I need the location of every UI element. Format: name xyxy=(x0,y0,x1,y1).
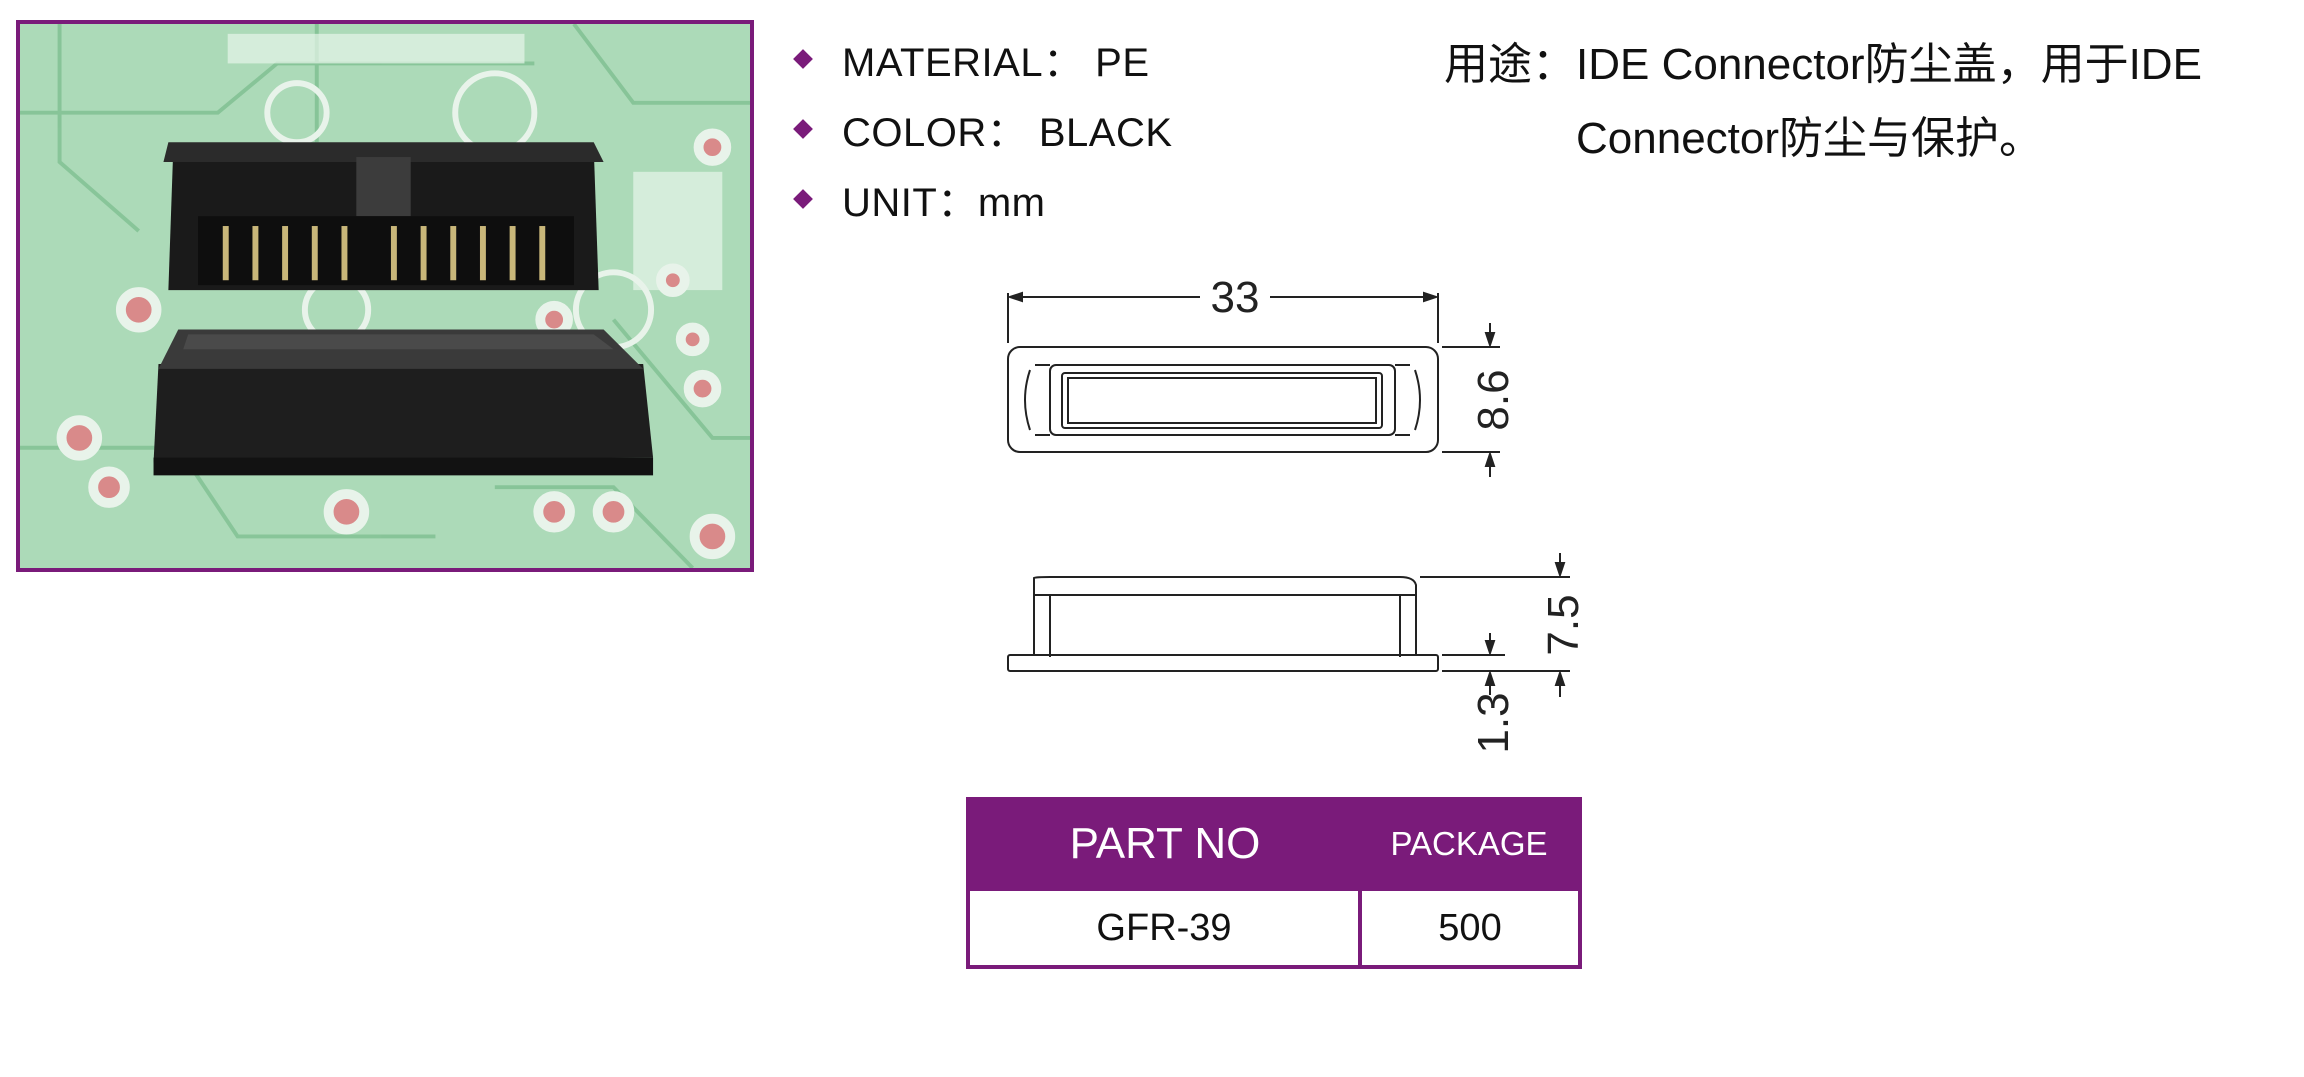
usage-label: 用途： xyxy=(1444,40,1576,89)
usage-description: 用途： IDE Connector防尘盖，用于IDE Connector防尘与保… xyxy=(1444,28,2296,176)
top-view-outline xyxy=(1007,346,1439,453)
product-photo xyxy=(16,20,754,572)
parts-table: PART NO PACKAGE GFR-39 500 xyxy=(966,797,1582,969)
spec-item-material: MATERIAL： PE xyxy=(790,24,1173,94)
spec-text: COLOR： BLACK xyxy=(842,111,1173,155)
bullet-diamond-icon xyxy=(793,49,813,69)
flange-dimension-label: 1.3 xyxy=(1469,692,1518,753)
spec-text: UNIT：mm xyxy=(842,181,1046,225)
technical-drawing: 33 8.6 7.5 1.3 xyxy=(990,265,1610,765)
side-view-flange xyxy=(1007,654,1439,672)
total-height-dimension-label: 7.5 xyxy=(1539,594,1588,655)
cell-package: 500 xyxy=(1358,887,1582,969)
bullet-diamond-icon xyxy=(793,119,813,139)
dimension-drawing: 33 8.6 7.5 1.3 xyxy=(1006,273,1588,754)
column-header-part-no: PART NO xyxy=(968,799,1360,889)
spec-text: MATERIAL： PE xyxy=(842,41,1150,85)
width-dimension-label: 33 xyxy=(1211,273,1260,322)
table-header-row: PART NO PACKAGE xyxy=(968,799,1580,889)
column-header-package: PACKAGE xyxy=(1360,799,1580,889)
spec-item-color: COLOR： BLACK xyxy=(790,94,1173,164)
cell-part-no: GFR-39 xyxy=(966,887,1362,969)
table-row: GFR-39 500 xyxy=(966,887,1582,969)
bullet-diamond-icon xyxy=(793,189,813,209)
pcb-photo-illustration xyxy=(20,24,750,568)
height-dimension-label: 8.6 xyxy=(1469,369,1518,430)
spec-list: MATERIAL： PE COLOR： BLACK UNIT：mm xyxy=(790,24,1173,234)
side-view-body xyxy=(1033,576,1417,655)
usage-text: IDE Connector防尘盖，用于IDE Connector防尘与保护。 xyxy=(1576,40,2202,163)
top-view-recess xyxy=(1049,364,1396,436)
spec-item-unit: UNIT：mm xyxy=(790,164,1173,234)
